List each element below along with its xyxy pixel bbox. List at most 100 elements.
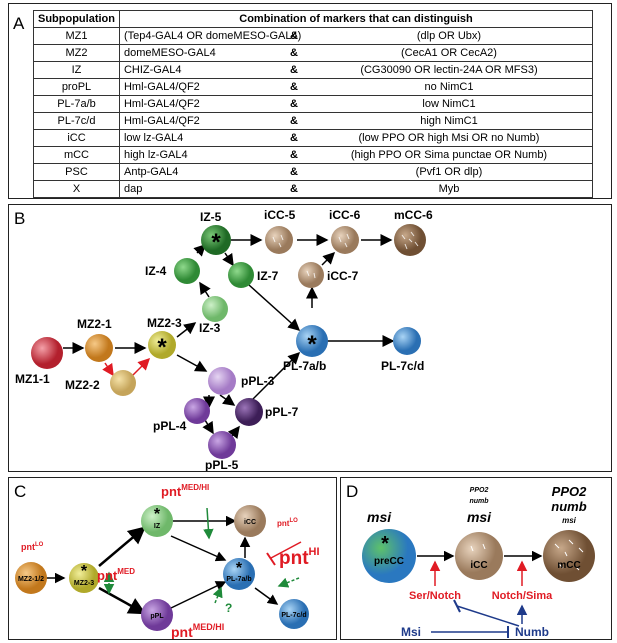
mcc-msi: msi [562, 516, 577, 525]
label-c-pl7cd: PL-7c/d [281, 612, 306, 619]
marker-b: low NimC1 [422, 98, 476, 110]
row-markers: Hml-GAL4/QF2&low NimC1 [118, 95, 594, 113]
node-c-pl7ab [223, 558, 255, 590]
node-mz22 [110, 370, 136, 396]
icc-msi: msi [467, 509, 492, 525]
panel-a: A Subpopulation Combination of markers t… [8, 3, 612, 199]
label-mcc6: mCC-6 [394, 208, 433, 222]
marker-and: & [290, 183, 298, 195]
inhibit-bar-c [266, 552, 276, 566]
table-row: MZ1(Tep4-GAL4 OR domeMESO-GAL4)&(dlp OR … [33, 27, 594, 45]
marker-a: Hml-GAL4/QF2 [123, 115, 200, 127]
marker-a: low lz-GAL4 [123, 132, 184, 144]
node-ppl4 [184, 398, 210, 424]
label-ppl5: pPL-5 [205, 458, 239, 471]
label-msi-precc: msi [367, 509, 392, 525]
numb-pathways [431, 599, 528, 638]
panel-c-nodes [15, 505, 309, 631]
node-pl7cd [393, 327, 421, 355]
label-d-icc: iCC [470, 560, 487, 571]
row-subpopulation: PL-7a/b [33, 95, 120, 113]
label-iz5: IZ-5 [200, 210, 222, 224]
node-ppl5 [208, 431, 236, 459]
arrow-mz23-iz3 [176, 322, 197, 338]
marker-and: & [290, 47, 298, 59]
marker-and: & [290, 166, 298, 178]
marker-and: & [290, 149, 298, 161]
star-pl7ab: * [307, 331, 317, 358]
marker-a: high lz-GAL4 [123, 149, 188, 161]
label-ppl7: pPL-7 [265, 405, 299, 419]
pnt-med: pntMED [97, 567, 135, 583]
node-c-ppl [141, 599, 173, 631]
arrow-iz3-iz4 [199, 281, 211, 298]
node-ppl3 [208, 367, 236, 395]
marker-a: domeMESO-GAL4 [123, 47, 216, 59]
arrow-mz22-mz23 [132, 357, 151, 376]
marker-a: Hml-GAL4/QF2 [123, 81, 200, 93]
arrow-ppl7-pl7ab [251, 351, 301, 401]
marker-and: & [290, 81, 298, 93]
panel-c-stars: * * * [81, 506, 243, 580]
star-iz5: * [211, 229, 221, 256]
numb-inhibits-sernotch [456, 605, 520, 627]
panel-d-label: D [346, 482, 359, 501]
label-msi: Msi [401, 625, 421, 639]
label-icc6: iCC-6 [329, 208, 361, 222]
star-c-pl7ab: * [236, 560, 243, 577]
star-c-iz: * [154, 506, 161, 523]
spacer2 [316, 247, 328, 257]
arrow-c-iz-pl7ab [170, 535, 227, 562]
arrow-mz21-mz22 [102, 362, 114, 377]
node-ppl7 [235, 398, 263, 426]
star-mz23: * [157, 334, 167, 361]
marker-b: Myb [438, 183, 460, 195]
label-d-precc: preCC [374, 556, 404, 567]
label-sernotch: Ser/Notch [409, 590, 461, 602]
star-c-mz23: * [81, 563, 88, 580]
label-notchsima: Notch/Sima [492, 590, 553, 602]
arrow-c-ppl-pl-green [212, 586, 223, 604]
node-iz5 [201, 225, 231, 255]
arrow-c-ppl-pl7ab [170, 581, 227, 609]
node-c-icc [234, 505, 266, 537]
marker-b: (high PPO OR Sima punctae OR Numb) [350, 149, 548, 161]
node-c-pl7cd [279, 599, 309, 629]
panel-d: D * preCC iCC mCC Ser/Notch Notch/Sima m… [340, 477, 612, 640]
lineage-nodes [31, 224, 426, 459]
arrow-c-iz-icc-green [203, 507, 214, 540]
row-markers: high lz-GAL4 & (high PPO OR Sima punctae O… [118, 146, 594, 164]
pnt-medhi-top: pntMED/HI [161, 483, 209, 499]
panel-b: B [8, 204, 612, 472]
marker-a: Hml-GAL4/QF2 [123, 98, 200, 110]
marker-and: & [290, 132, 298, 144]
row-subpopulation: PL-7c/d [33, 112, 120, 130]
question-mark: ? [225, 601, 232, 615]
d-textures [470, 539, 584, 571]
pnt-hi: pntHI [279, 546, 320, 569]
header-subpopulation: Subpopulation [33, 10, 120, 28]
arrow-c-pl7ab-pl7cd [254, 587, 279, 605]
marker-b: (Pvf1 OR dlp) [415, 166, 483, 178]
label-mz11: MZ1-1 [15, 372, 50, 386]
cell-textures [272, 231, 419, 279]
marker-b: no NimC1 [424, 81, 474, 93]
row-markers: (Tep4-GAL4 OR domeMESO-GAL4)&(dlp OR Ubx… [118, 27, 594, 45]
arrow-ppl3-ppl7 [219, 394, 236, 406]
row-markers: low lz-GAL4 & (low PPO OR high Msi OR no N… [118, 129, 594, 147]
star-d-precc: * [381, 533, 389, 555]
marker-b: (low PPO OR high Msi OR no Numb) [358, 132, 540, 144]
node-d-icc [455, 532, 503, 580]
row-markers: Antp-GAL4&(Pvf1 OR dlp) [118, 163, 594, 181]
mcc-numb: numb [551, 499, 586, 514]
row-subpopulation: proPL [33, 78, 120, 96]
label-c-mz23: MZ2-3 [74, 580, 94, 587]
arrow-mz23-ppl3 [176, 354, 208, 372]
arrow-c-mz23-ppl [98, 586, 147, 615]
node-iz3 [202, 296, 228, 322]
pnt-labels: pntLO pntMED/HI pntLO pntMED pntHI pntME… [21, 483, 320, 639]
